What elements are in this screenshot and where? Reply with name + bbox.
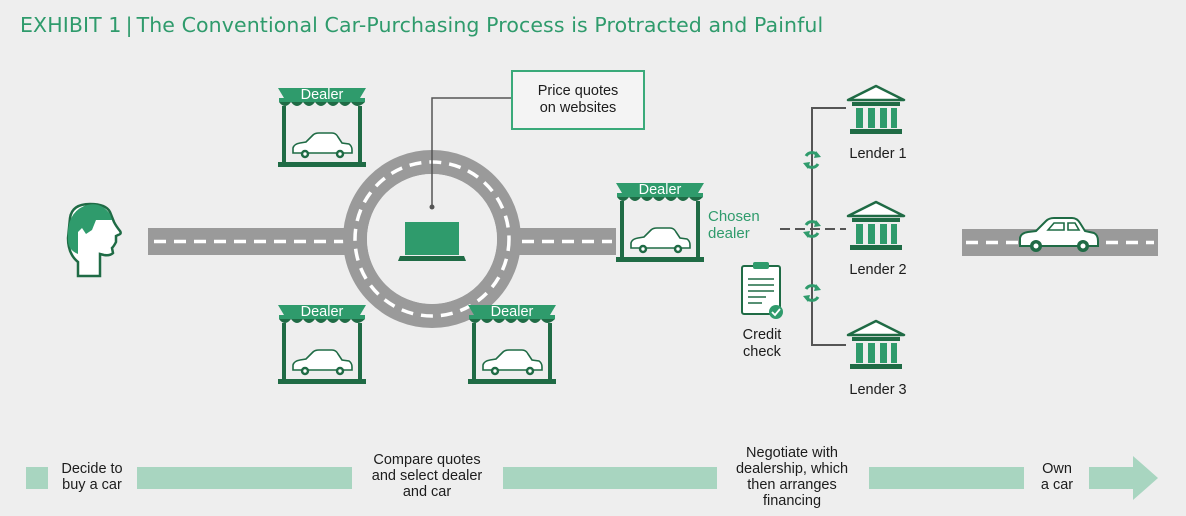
- quote-connector-line: [431, 97, 511, 207]
- bank-icon: [846, 84, 906, 136]
- dealer-store-bottom-left: Dealer: [278, 304, 366, 384]
- car-icon: [1019, 217, 1099, 253]
- road-right: [504, 228, 616, 255]
- dealer-label: Dealer: [301, 87, 344, 103]
- price-quotes-box: Price quotes on websites: [511, 70, 645, 130]
- step-decide: Decide to buy a car: [61, 461, 123, 493]
- laptop-icon: [398, 222, 466, 261]
- lender-1-label: Lender 1: [849, 146, 907, 162]
- price-quotes-label: Price quotes on websites: [537, 83, 619, 116]
- exhibit-title: EXHIBIT 1|The Conventional Car-Purchasin…: [20, 13, 823, 37]
- bank-icon: [846, 319, 906, 371]
- road-left: [148, 228, 360, 255]
- lender-2-label: Lender 2: [849, 262, 907, 278]
- lender-network-lines: [780, 107, 846, 346]
- credit-check-label: Credit check: [742, 327, 782, 360]
- person-head-icon: [66, 202, 122, 278]
- exhibit-number: EXHIBIT 1: [20, 13, 122, 37]
- lender-3-label: Lender 3: [849, 382, 907, 398]
- title-text: The Conventional Car-Purchasing Process …: [136, 13, 824, 37]
- step-negotiate: Negotiate with dealership, which then ar…: [735, 445, 849, 509]
- step-own: Own a car: [1040, 461, 1074, 493]
- bank-icon: [846, 200, 906, 252]
- dealer-label: Dealer: [491, 304, 534, 320]
- dealer-label: Dealer: [301, 304, 344, 320]
- clipboard-check-icon: [741, 262, 783, 319]
- dealer-store-chosen: Dealer: [616, 182, 704, 262]
- dealer-store-top-left: Dealer: [278, 87, 366, 167]
- dealer-label: Dealer: [639, 182, 682, 198]
- step-compare: Compare quotes and select dealer and car: [371, 452, 483, 500]
- chosen-dealer-label: Chosen dealer: [708, 208, 760, 242]
- dealer-store-bottom-right: Dealer: [468, 304, 556, 384]
- title-separator: |: [125, 13, 133, 37]
- timeline: [26, 456, 1158, 500]
